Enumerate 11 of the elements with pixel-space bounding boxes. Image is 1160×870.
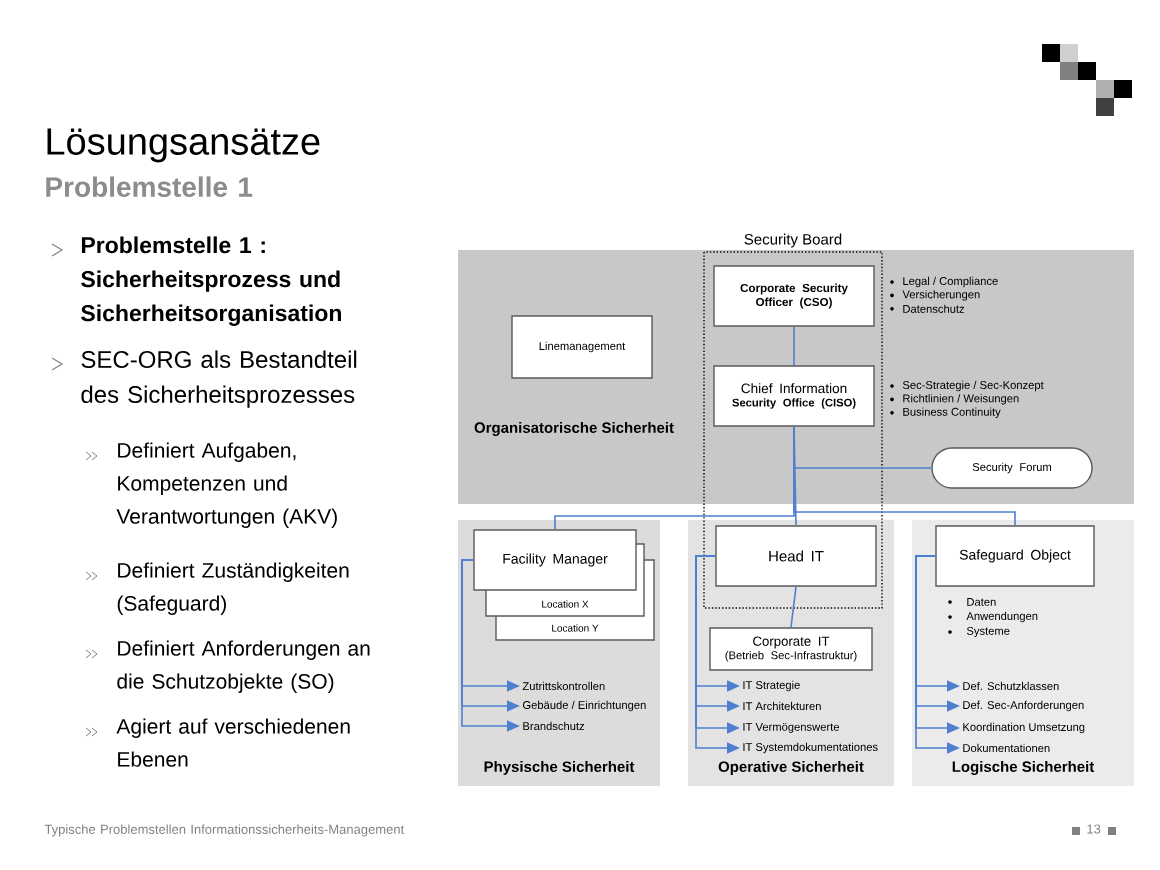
bullet-text: SEC-ORG als Bestandteil des Sicherheitsprozesses bbox=[81, 350, 357, 408]
bullet-text: Agiert auf verschiedenen Ebenen bbox=[116, 718, 350, 767]
connector bbox=[793, 325, 795, 367]
bullet-text: Definiert Aufgaben, Kompetenzen und Verantwortungen (AKV) bbox=[116, 442, 337, 528]
subtitle: Problemstelle 1 bbox=[46, 176, 253, 197]
bullet-text: Definiert Anforderungen an die Schutzobjekte (SO) bbox=[117, 640, 370, 693]
bullet-text: Problemstelle 1 : Sicherheitsprozess und Sicherheitsorganisation bbox=[81, 236, 341, 326]
bullet-text: Definiert Zuständigkeiten (Safeguard) bbox=[117, 562, 349, 615]
slide-title: Lösungsansätze bbox=[47, 128, 320, 163]
connector bbox=[790, 585, 797, 629]
connector bbox=[793, 425, 1016, 527]
